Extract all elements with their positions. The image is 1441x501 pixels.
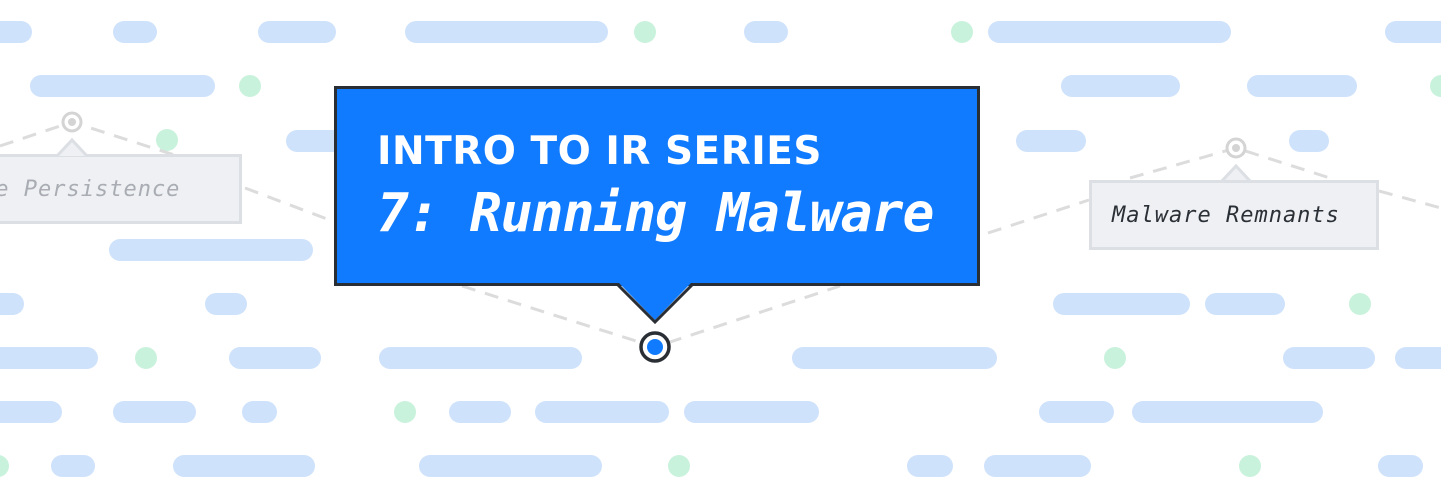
pill-row-5: [0, 293, 1371, 315]
side-label-left: re Persistence: [0, 154, 242, 224]
title-callout: INTRO TO IR SERIES 7: Running Malware: [334, 86, 980, 286]
pill-row-7: [0, 401, 1323, 423]
episode-title: 7: Running Malware: [377, 183, 934, 244]
series-title: INTRO TO IR SERIES: [377, 129, 822, 174]
pill-row-8: [0, 455, 1423, 477]
side-label-left-text: re Persistence: [0, 176, 181, 202]
pill-row-6: [0, 347, 1441, 369]
target-node-icon: [1225, 137, 1247, 159]
side-label-right-text: Malware Remnants: [1112, 202, 1340, 228]
target-node-icon: [61, 111, 83, 133]
pill-row-1: [0, 21, 1441, 43]
pill-row-3: [156, 129, 1329, 152]
pill-row-4: [109, 239, 313, 261]
pill-row-2: [30, 75, 1441, 97]
side-label-right: Malware Remnants: [1089, 180, 1379, 250]
